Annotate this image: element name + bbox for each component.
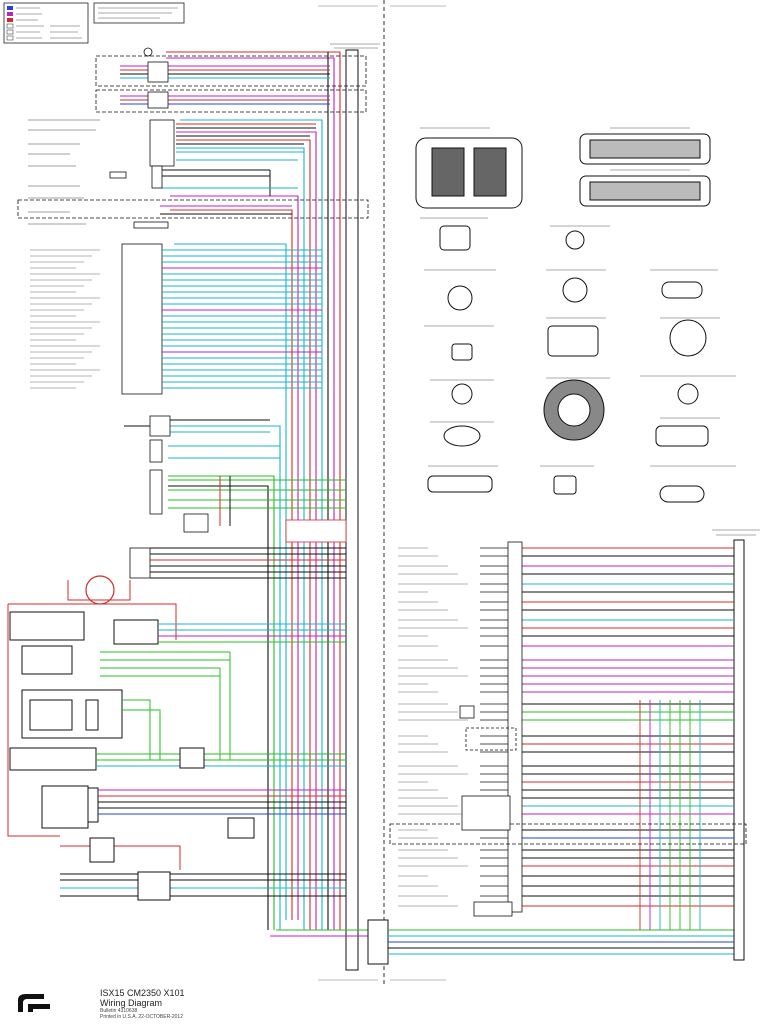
notes-box [93,2,185,24]
diagram-model: ISX15 CM2350 X101 [100,988,185,998]
bottom-center-connector [367,919,744,965]
legend-box [3,2,89,44]
harness-connector [121,243,163,395]
print-date: Printed in U.S.A. 22-OCTOBER-2012 [100,1014,183,1020]
left-label-marks [28,119,100,225]
diagram-title: Wiring Diagram [100,998,163,1008]
right-inline-connector [507,541,523,913]
cyan-harness-group [30,243,322,395]
connector-view-label-marks [420,127,736,467]
left-ecm-connector [330,43,380,971]
right-ecm-connector [712,529,760,961]
sensor-group-mid [124,415,346,533]
bulletin-number: Bulletin 4310638 [100,1008,138,1014]
lower-left-modules [7,603,368,937]
right-harness-group [398,541,734,930]
brand-logo [18,994,50,1012]
connector-views [415,133,711,503]
left-bus-lines [166,51,341,930]
sensor-group-upper [109,119,316,229]
title-block: ISX15 CM2350 X101 Wiring Diagram Bulleti… [100,988,360,1020]
top-left-wires [120,47,330,109]
mid-bus-block [67,519,347,605]
